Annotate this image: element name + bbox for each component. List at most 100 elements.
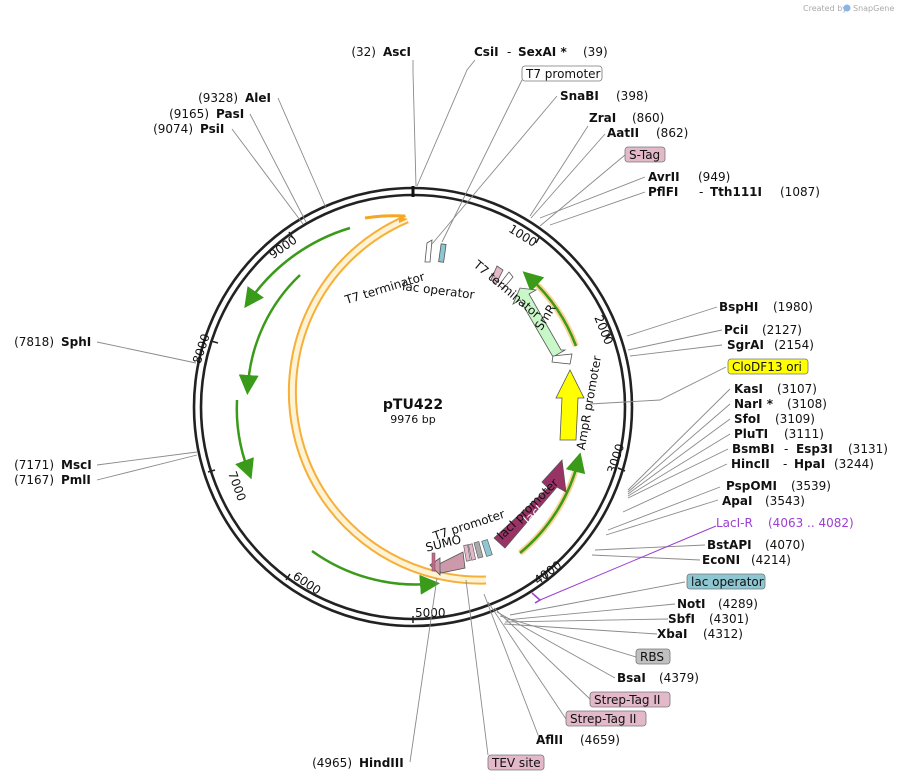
site-pos: (4965): [312, 756, 352, 770]
orange-feature-arc-inner: [289, 216, 487, 583]
site-name-2: SexAI *: [518, 45, 567, 59]
site-pos: (4379): [659, 671, 699, 685]
t7-promoter-box-label: T7 promoter: [525, 67, 601, 81]
site-pos: (1087): [780, 185, 820, 199]
t7-promoter-box: [521, 65, 603, 82]
laci-feature-arrow: [493, 459, 567, 549]
site-name: AflII: [536, 733, 563, 747]
rbs-box: [635, 648, 671, 665]
feature-label-boxes: T7 promoter S-Tag CloDF13 ori lac operat…: [487, 65, 809, 771]
site-name: BstAPI: [707, 538, 752, 552]
credit-brand: SnapGene: [853, 4, 894, 13]
site-pos: (7818): [14, 335, 54, 349]
site-pos: (3543): [765, 494, 805, 508]
site-pos: (4214): [751, 553, 791, 567]
site-sep: -: [783, 457, 787, 471]
site-name: AleI: [245, 91, 271, 105]
site-pos: (3244): [834, 457, 874, 471]
site-name: EcoNI: [702, 553, 740, 567]
strep-tag-feature-1: [468, 543, 476, 561]
rbs-box-label: RBS: [640, 650, 664, 664]
orf-arrow-3: [235, 399, 254, 480]
tick-6000: 6000: [290, 569, 323, 598]
sumo-feature-arrow: [436, 551, 466, 574]
site-pos: (3539): [791, 479, 831, 493]
site-name: PspOMI: [726, 479, 777, 493]
primer-arrow-icon: [531, 592, 542, 604]
tick-5000: 5000: [415, 606, 446, 620]
site-name: AvrII: [648, 170, 680, 184]
orf-arrow-1: [244, 226, 351, 309]
snapgene-logo-icon: [843, 4, 851, 12]
site-pos: (860): [632, 111, 664, 125]
left-site-labels: (32) AscI (9328) AleI (9165) PasI (9074)…: [14, 45, 411, 770]
tev-site-feature: [431, 552, 436, 572]
s-tag-box: [624, 146, 666, 163]
lac-operator-feature: [481, 539, 493, 557]
site-name: PasI: [216, 107, 244, 121]
orf-arrow-2: [238, 274, 301, 395]
laci-orf-arrow: [519, 452, 586, 554]
lac-operator-label: lac operator: [401, 279, 475, 302]
right-site-labels: CsiI - SexAI * (39) SnaBI (398) ZraI (86…: [474, 45, 888, 747]
site-pos: (9165): [169, 107, 209, 121]
site-name: SphI: [61, 335, 91, 349]
ampr-promoter-label: AmpR promoter: [574, 355, 604, 451]
site-name: AatII: [607, 126, 639, 140]
s-tag-feature: [490, 265, 504, 285]
site-name: ApaI: [722, 494, 752, 508]
strep-tag-box-label-2: Strep-Tag II: [570, 712, 636, 726]
site-pos: (398): [616, 89, 648, 103]
lac-operator-box-label: lac operator: [691, 575, 764, 589]
site-pos: (9074): [153, 122, 193, 136]
tick-4000: 4000: [531, 558, 564, 587]
primer-range: (4063 .. 4082): [768, 516, 854, 530]
site-name: AscI: [383, 45, 411, 59]
strep-tag-feature-2: [463, 544, 471, 562]
site-name: BsaI: [617, 671, 646, 685]
orf-arrow-4: [311, 549, 440, 595]
site-name: PciI: [724, 323, 749, 337]
site-name: SfoI: [734, 412, 761, 426]
site-pos: (4289): [718, 597, 758, 611]
site-name: PsiI: [200, 122, 224, 136]
site-sep: -: [784, 442, 788, 456]
strep-tag-box-1: [589, 691, 671, 708]
plasmid-name: pTU422: [383, 397, 443, 413]
smr-orf-arrow: [522, 271, 578, 347]
sumo-label: SUMO: [424, 532, 463, 554]
site-pos: (3109): [775, 412, 815, 426]
site-pos: (3111): [784, 427, 824, 441]
site-name: PmlI: [61, 473, 91, 487]
site-pos: (3108): [787, 397, 827, 411]
site-name: SnaBI: [560, 89, 599, 103]
site-name: CsiI: [474, 45, 499, 59]
strep-tag-box-label-1: Strep-Tag II: [594, 693, 660, 707]
site-name-2: Tth111I: [710, 185, 762, 199]
site-pos: (4301): [709, 612, 749, 626]
site-name: MscI: [61, 458, 92, 472]
smr-promoter-arrow: [551, 353, 573, 365]
site-name: NarI *: [734, 397, 774, 411]
site-pos: (3131): [848, 442, 888, 456]
site-name: HindIII: [359, 756, 404, 770]
site-pos: (4312): [703, 627, 743, 641]
site-pos: (9328): [198, 91, 238, 105]
laci-promoter-label: lacI promoter: [494, 476, 561, 543]
site-name: NotI: [677, 597, 706, 611]
t7-terminator-feature-2: [498, 271, 514, 290]
site-pos: (4659): [580, 733, 620, 747]
site-name: KasI: [734, 382, 763, 396]
site-name: BsmBI: [732, 442, 774, 456]
orange-arrow-head: [364, 214, 406, 220]
site-pos: (7171): [14, 458, 54, 472]
site-name: SgrAI: [727, 338, 764, 352]
credit-text: Created by: [803, 4, 847, 13]
site-name: PflFI: [648, 185, 678, 199]
site-sep: -: [507, 45, 511, 59]
plasmid-length: 9976 bp: [390, 413, 435, 426]
site-pos: (1980): [773, 300, 813, 314]
site-name: SbfI: [668, 612, 695, 626]
